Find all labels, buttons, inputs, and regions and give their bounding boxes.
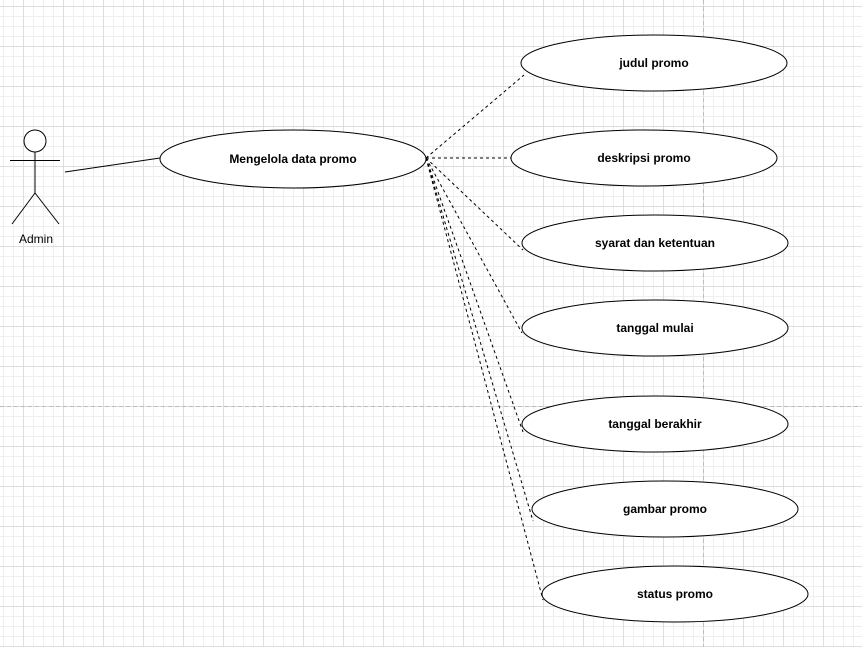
use-case-syarat-dan-ketentuan[interactable]: syarat dan ketentuan <box>521 214 789 272</box>
use-case-ellipse[interactable] <box>159 129 427 189</box>
use-case-mengelola-data-promo[interactable]: Mengelola data promo <box>159 129 427 189</box>
use-case-ellipse[interactable] <box>531 480 799 538</box>
actor-head <box>23 129 47 153</box>
association-line[interactable] <box>64 157 161 173</box>
use-case-label: tanggal berakhir <box>608 417 702 431</box>
use-case-label: syarat dan ketentuan <box>595 236 715 250</box>
connector-tanggal-mulai[interactable] <box>425 157 523 334</box>
connector-gambar-promo[interactable] <box>425 157 534 522</box>
actor-right-leg <box>34 192 60 225</box>
use-case-ellipse[interactable] <box>521 299 789 357</box>
use-case-ellipse[interactable] <box>541 565 809 623</box>
actor-label: Admin <box>19 232 53 246</box>
connector-judul-promo[interactable] <box>425 74 525 159</box>
use-case-label: deskripsi promo <box>597 151 690 165</box>
connector-syarat-dan-ketentuan[interactable] <box>425 157 524 251</box>
use-case-tanggal-mulai[interactable]: tanggal mulai <box>521 299 789 357</box>
use-case-label: gambar promo <box>623 502 707 516</box>
use-case-judul-promo[interactable]: judul promo <box>520 34 788 92</box>
actor-admin[interactable]: Admin <box>10 129 60 246</box>
use-case-gambar-promo[interactable]: gambar promo <box>531 480 799 538</box>
use-case-ellipse[interactable] <box>521 395 789 453</box>
actor-left-leg <box>11 192 36 225</box>
use-case-status-promo[interactable]: status promo <box>541 565 809 623</box>
use-case-label: status promo <box>637 587 713 601</box>
connector-status-promo[interactable] <box>425 157 544 601</box>
use-case-deskripsi-promo[interactable]: deskripsi promo <box>510 129 778 187</box>
use-case-ellipse[interactable] <box>521 214 789 272</box>
use-case-label: tanggal mulai <box>616 321 693 335</box>
use-case-tanggal-berakhir[interactable]: tanggal berakhir <box>521 395 789 453</box>
use-case-ellipse[interactable] <box>520 34 788 92</box>
use-case-label: Mengelola data promo <box>229 152 356 166</box>
use-case-ellipse[interactable] <box>510 129 778 187</box>
use-case-label: judul promo <box>618 56 688 70</box>
connector-tanggal-berakhir[interactable] <box>425 157 524 433</box>
